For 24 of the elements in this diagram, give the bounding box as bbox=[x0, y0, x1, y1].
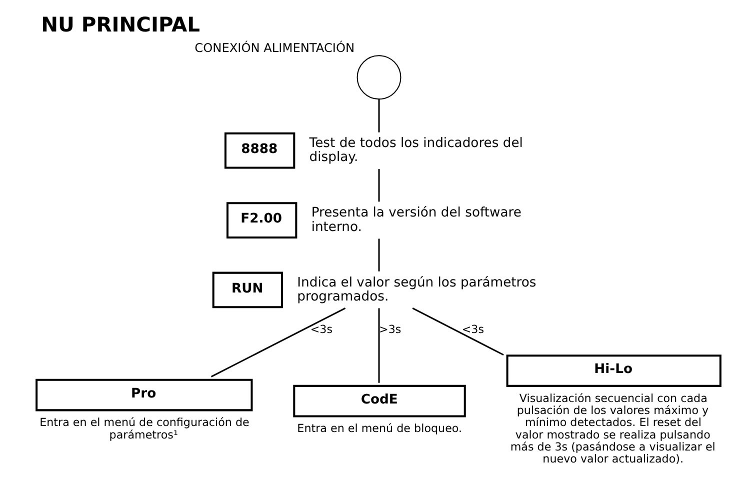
node-box: F2.00 bbox=[226, 202, 297, 238]
diagram-title: NU PRINCIPAL bbox=[40, 12, 200, 36]
node-box: RUN bbox=[212, 272, 283, 308]
node-circle bbox=[356, 55, 401, 100]
connector bbox=[378, 308, 380, 383]
connector bbox=[412, 308, 504, 356]
edge-label: <3s bbox=[461, 323, 484, 336]
node-box: Pro bbox=[35, 378, 252, 412]
connector bbox=[210, 308, 346, 378]
connector bbox=[378, 99, 380, 132]
node-label: Indica el valor según los parámetros programados. bbox=[296, 275, 536, 304]
node-label: Entra en el menú de configuración de parámetros¹ bbox=[39, 416, 249, 442]
node-box: Hi-Lo bbox=[506, 354, 721, 387]
node-label: Visualización secuencial con cada pulsación de los valores máximo y mínimo detectados. El reset del valor mostrado se realiza pulsando más de 3s (pasándose a visualizar el nuevo valor actualizado). bbox=[510, 392, 715, 466]
edge-label: <3s bbox=[310, 323, 332, 336]
node-label: Test de todos los indicadores del display. bbox=[308, 136, 522, 166]
connector bbox=[378, 169, 380, 202]
node-label: CONEXIÓN ALIMENTACIÓN bbox=[194, 41, 354, 56]
connector bbox=[378, 238, 380, 272]
edge-label: >3s bbox=[378, 323, 401, 336]
node-label: Entra en el menú de bloqueo. bbox=[296, 422, 462, 436]
node-label: Presenta la versión del software interno. bbox=[310, 206, 521, 235]
node-box: 8888 bbox=[224, 132, 295, 169]
node-box: CodE bbox=[292, 384, 466, 418]
